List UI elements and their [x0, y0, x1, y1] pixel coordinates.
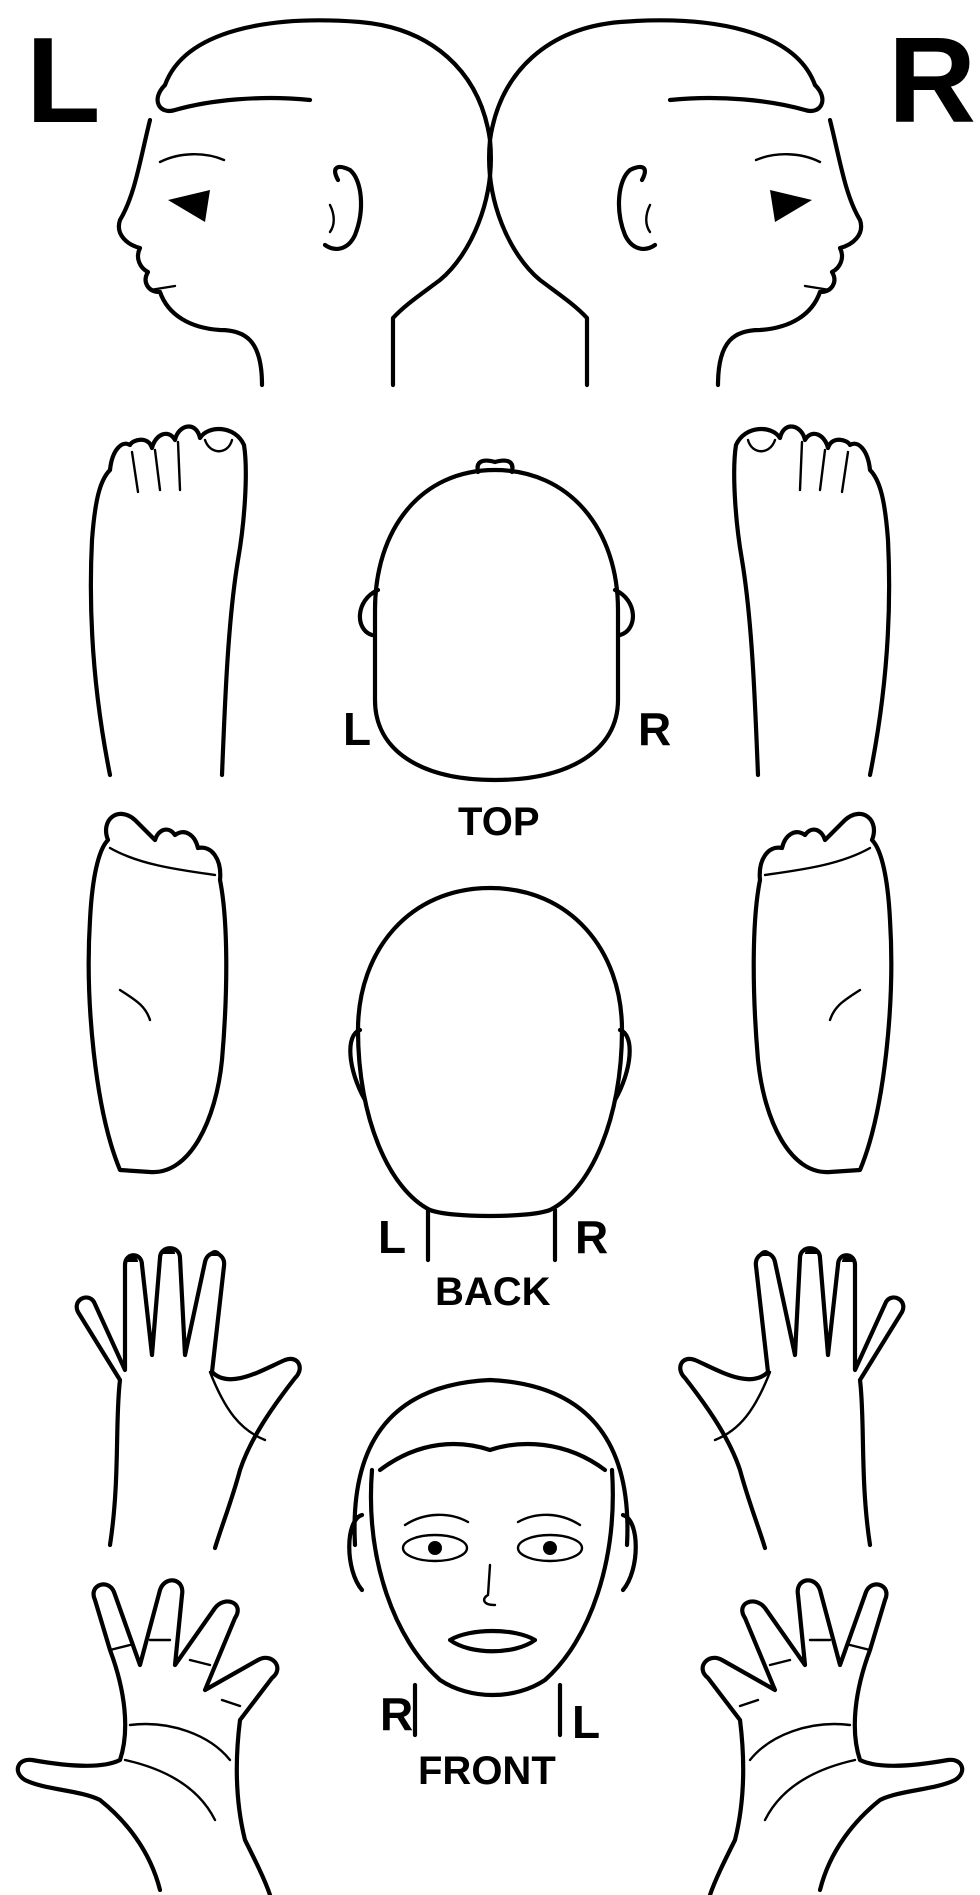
head-front-view	[349, 1380, 636, 1735]
head-top-view	[360, 461, 633, 780]
foot-top-right	[734, 426, 889, 775]
front-caption: FRONT	[418, 1749, 556, 1793]
back-label-right: R	[575, 1211, 608, 1263]
front-label-left: R	[380, 1688, 413, 1740]
top-label-left: L	[343, 703, 371, 755]
foot-sole-left	[89, 814, 227, 1172]
head-profile-left	[119, 20, 491, 385]
top-label-right: R	[638, 703, 671, 755]
head-profile-right	[489, 20, 861, 385]
foot-sole-right	[754, 814, 892, 1172]
hand-palm-right	[703, 1580, 963, 1895]
corner-label-right: R	[888, 12, 976, 148]
corner-label-left: L	[26, 12, 101, 148]
back-caption: BACK	[435, 1270, 551, 1314]
foot-top-left	[91, 426, 246, 775]
back-label-left: L	[378, 1211, 406, 1263]
top-caption: TOP	[458, 800, 540, 844]
head-back-view	[350, 888, 629, 1260]
front-label-right: L	[572, 1696, 600, 1748]
hand-back-right	[680, 1248, 903, 1548]
hand-back-left	[77, 1248, 300, 1548]
hand-palm-left	[18, 1580, 278, 1895]
